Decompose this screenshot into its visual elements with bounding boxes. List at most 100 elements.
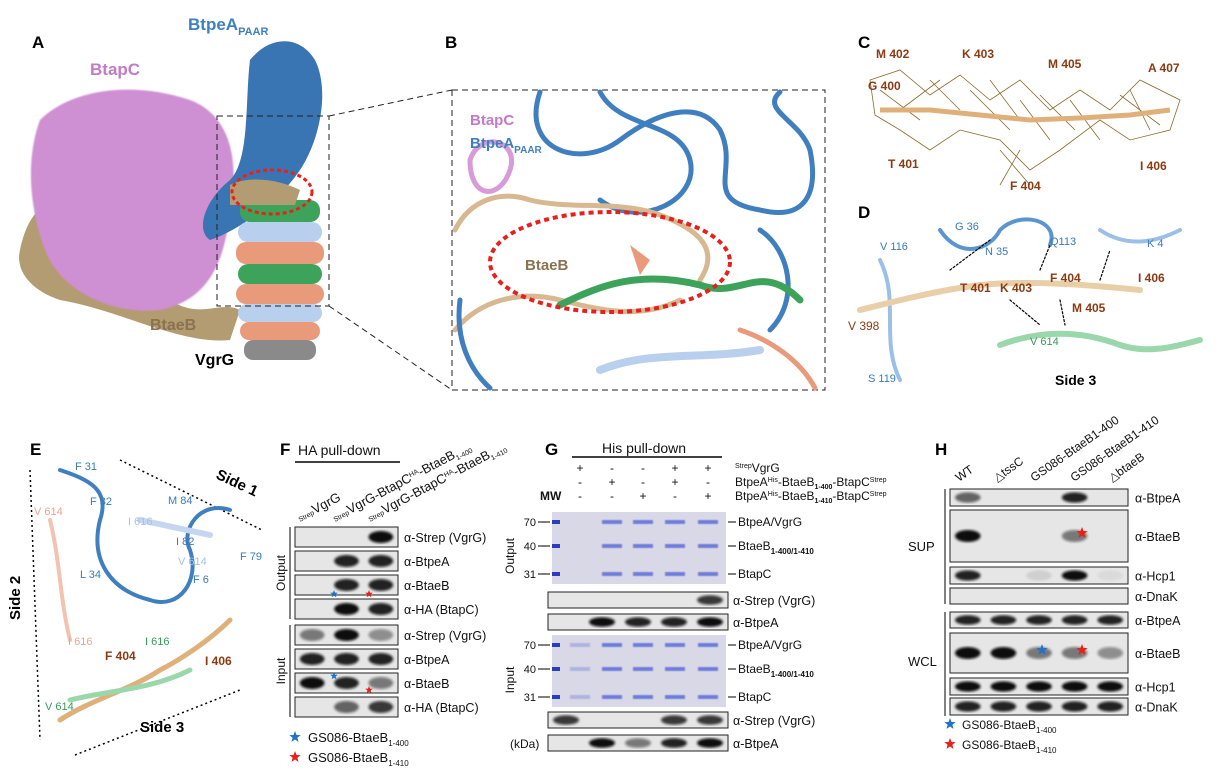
mw-mark: 31 (524, 692, 536, 704)
band (954, 615, 981, 625)
blot-label: α-DnaK (1135, 701, 1178, 715)
blot-label: α-BtaeB (1135, 530, 1180, 544)
condition-sign: + (576, 461, 583, 475)
unit-label: (kDa) (510, 737, 539, 751)
mw-mark: 40 (524, 541, 536, 553)
blot-strip (294, 648, 399, 670)
blot-strip (949, 488, 1129, 507)
gel-band (633, 643, 653, 647)
residue-label: M 402 (876, 47, 910, 61)
blot-strip (949, 566, 1129, 585)
band (334, 579, 359, 591)
band (990, 615, 1017, 625)
condition-sign: + (639, 489, 646, 503)
residue-label: G 400 (868, 79, 901, 93)
blot-label: α-HA (BtapC) (404, 701, 479, 715)
legend-item: GS086-BtaeB1-410 (308, 750, 409, 768)
blot-label: α-Strep (VgrG) (404, 531, 486, 545)
band (1061, 615, 1088, 625)
btpea-label: BtpeAPAAR (470, 135, 543, 156)
mw-marker-band (552, 544, 560, 548)
blue-star-icon (330, 590, 338, 598)
band (299, 653, 325, 665)
blue-star-icon (944, 718, 956, 729)
blot-label: α-BtpeA (1135, 614, 1181, 628)
group-label: Output (274, 554, 288, 591)
band (589, 617, 615, 627)
blot-label: α-BtpeA (733, 616, 779, 630)
gel-band (633, 544, 653, 548)
residue-label: V 614 (45, 701, 74, 713)
condition-sign: - (578, 475, 582, 489)
blue-star-icon (330, 672, 338, 680)
band (661, 617, 687, 627)
residue-sticks (48, 468, 233, 723)
blot-label: α-BtpeA (404, 555, 450, 569)
gel-band (633, 667, 653, 671)
gel-band (665, 695, 685, 699)
blot-strip (294, 624, 399, 646)
residue-label: F 31 (75, 461, 97, 473)
band (368, 531, 394, 543)
band (954, 492, 981, 503)
residue-label: I 616 (68, 636, 92, 648)
residue-label: V 116 (880, 241, 908, 253)
residue-label: F 404 (1010, 179, 1041, 193)
condition-sign: + (704, 461, 711, 475)
band (954, 530, 981, 542)
condition-label: StrepVgrG (735, 461, 780, 475)
panel-letter: E (30, 440, 41, 459)
legend-item: GS086-BtaeB1-410 (962, 738, 1057, 755)
panel-b: B BtapC BtpeAPAAR BtaeB (445, 33, 826, 391)
band (1097, 647, 1124, 659)
residue-label: V 398 (848, 319, 880, 333)
condition-sign: + (671, 461, 678, 475)
residue-label: K 4 (1147, 238, 1164, 250)
gel-band (665, 643, 685, 647)
residue-label: I 616 (128, 516, 152, 528)
band (1026, 570, 1052, 581)
band (368, 677, 394, 689)
residue-label: F 6 (193, 574, 209, 586)
residue-label: I 406 (1140, 159, 1167, 173)
panel-letter: G (545, 440, 558, 459)
band (368, 603, 394, 615)
blot-label: α-Strep (VgrG) (733, 714, 815, 728)
gel-band (602, 544, 622, 548)
residue-label: T 401 (888, 157, 919, 171)
band (625, 738, 651, 748)
panel-letter: F (280, 440, 290, 459)
band (954, 681, 981, 692)
gel-band (665, 544, 685, 548)
panel-e: E F 31 F 32 M 84 L 34 I 82 F 6 F 79 V 61… (7, 440, 263, 756)
gel-band (602, 695, 622, 699)
gel-band (633, 572, 653, 576)
residue-label: V 614 (1030, 336, 1059, 348)
btpea-label: BtpeAPAAR (188, 15, 268, 38)
residue-label: G 36 (955, 221, 979, 233)
btaeb-label: BtaeB (525, 257, 569, 274)
side-label: Side 1 (213, 466, 260, 500)
gel-band (633, 520, 653, 524)
blot-strip (294, 598, 399, 620)
mw-label: MW (540, 489, 562, 503)
zoom-box (216, 115, 330, 307)
condition-sign: - (610, 461, 614, 475)
band (1061, 701, 1088, 712)
group-label: Output (503, 537, 517, 574)
red-star-icon (944, 738, 956, 749)
vgrg-density (230, 179, 324, 360)
blot-strip (294, 672, 399, 694)
condition-sign: + (704, 489, 711, 503)
condition-sign: - (673, 489, 677, 503)
band (299, 677, 325, 689)
blot-strip (949, 509, 1129, 563)
blue-star-icon (1036, 644, 1048, 655)
gel-band (665, 667, 685, 671)
residue-label: S 119 (868, 373, 896, 385)
red-star-icon (289, 751, 301, 762)
blot-label: α-BtpeA (733, 737, 779, 751)
mw-mark: 40 (524, 664, 536, 676)
band (334, 555, 359, 567)
mw-mark: 31 (524, 569, 536, 581)
